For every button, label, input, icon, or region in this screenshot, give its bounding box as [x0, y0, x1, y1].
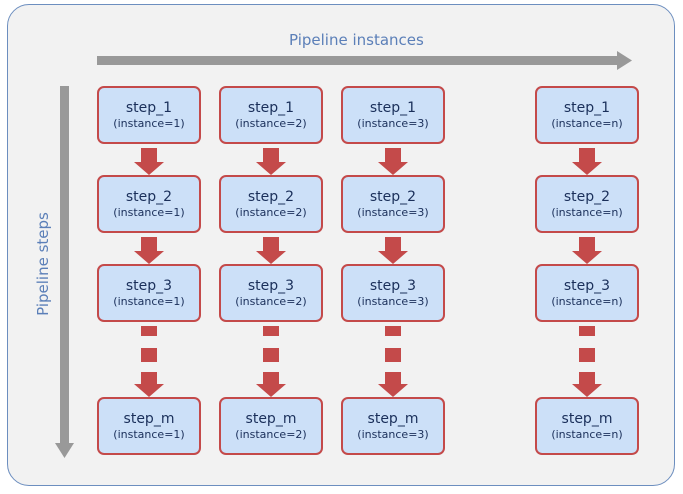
step-box: step_2(instance=2)	[219, 175, 323, 233]
step-name: step_1	[125, 99, 173, 116]
step-name: step_1	[369, 99, 417, 116]
down-arrow	[256, 372, 286, 397]
dashed-connector-segment	[141, 326, 157, 336]
step-connectors	[134, 148, 602, 397]
step-box: step_3(instance=2)	[219, 264, 323, 322]
step-instance: (instance=2)	[235, 427, 307, 441]
step-box: step_1(instance=2)	[219, 86, 323, 144]
step-name: step_m	[367, 410, 419, 427]
step-box: step_3(instance=1)	[97, 264, 201, 322]
dashed-connector-segment	[263, 326, 279, 336]
down-arrow	[572, 148, 602, 175]
step-instance: (instance=2)	[235, 205, 307, 219]
step-name: step_2	[125, 188, 173, 205]
step-instance: (instance=3)	[357, 205, 429, 219]
down-arrow	[572, 372, 602, 397]
y-axis-label: Pipeline steps	[34, 212, 52, 316]
step-name: step_1	[247, 99, 295, 116]
dashed-connector-segment	[579, 326, 595, 336]
y-axis-arrow	[55, 86, 74, 458]
step-instance: (instance=n)	[551, 427, 623, 441]
dashed-connector-segment	[385, 348, 401, 362]
step-name: step_3	[247, 277, 295, 294]
step-name: step_3	[125, 277, 173, 294]
step-instance: (instance=n)	[551, 116, 623, 130]
dashed-connector-segment	[263, 348, 279, 362]
step-instance: (instance=1)	[113, 294, 185, 308]
step-box: step_1(instance=n)	[535, 86, 639, 144]
step-instance: (instance=2)	[235, 116, 307, 130]
down-arrow	[256, 237, 286, 264]
down-arrow	[572, 237, 602, 264]
step-box: step_m(instance=n)	[535, 397, 639, 455]
dashed-connector-segment	[141, 348, 157, 362]
step-name: step_m	[245, 410, 297, 427]
step-box: step_1(instance=1)	[97, 86, 201, 144]
step-box: step_2(instance=n)	[535, 175, 639, 233]
step-instance: (instance=3)	[357, 116, 429, 130]
step-box: step_3(instance=3)	[341, 264, 445, 322]
down-arrow	[134, 372, 164, 397]
down-arrow	[134, 148, 164, 175]
step-instance: (instance=3)	[357, 294, 429, 308]
down-arrow	[378, 148, 408, 175]
step-box: step_2(instance=3)	[341, 175, 445, 233]
down-arrow	[378, 237, 408, 264]
step-name: step_2	[247, 188, 295, 205]
step-name: step_1	[563, 99, 611, 116]
step-box: step_2(instance=1)	[97, 175, 201, 233]
down-arrow	[378, 372, 408, 397]
down-arrow	[256, 148, 286, 175]
step-instance: (instance=1)	[113, 116, 185, 130]
step-name: step_2	[369, 188, 417, 205]
step-name: step_m	[561, 410, 613, 427]
step-box: step_m(instance=1)	[97, 397, 201, 455]
step-box: step_m(instance=2)	[219, 397, 323, 455]
x-axis-arrow	[97, 51, 632, 70]
x-axis-label: Pipeline instances	[289, 31, 424, 49]
step-box: step_1(instance=3)	[341, 86, 445, 144]
dashed-connector-segment	[385, 326, 401, 336]
step-box: step_3(instance=n)	[535, 264, 639, 322]
step-name: step_m	[123, 410, 175, 427]
step-instance: (instance=n)	[551, 294, 623, 308]
step-instance: (instance=2)	[235, 294, 307, 308]
step-box: step_m(instance=3)	[341, 397, 445, 455]
step-instance: (instance=n)	[551, 205, 623, 219]
step-instance: (instance=3)	[357, 427, 429, 441]
step-name: step_3	[563, 277, 611, 294]
step-name: step_3	[369, 277, 417, 294]
down-arrow	[134, 237, 164, 264]
step-name: step_2	[563, 188, 611, 205]
dashed-connector-segment	[579, 348, 595, 362]
step-instance: (instance=1)	[113, 205, 185, 219]
step-instance: (instance=1)	[113, 427, 185, 441]
